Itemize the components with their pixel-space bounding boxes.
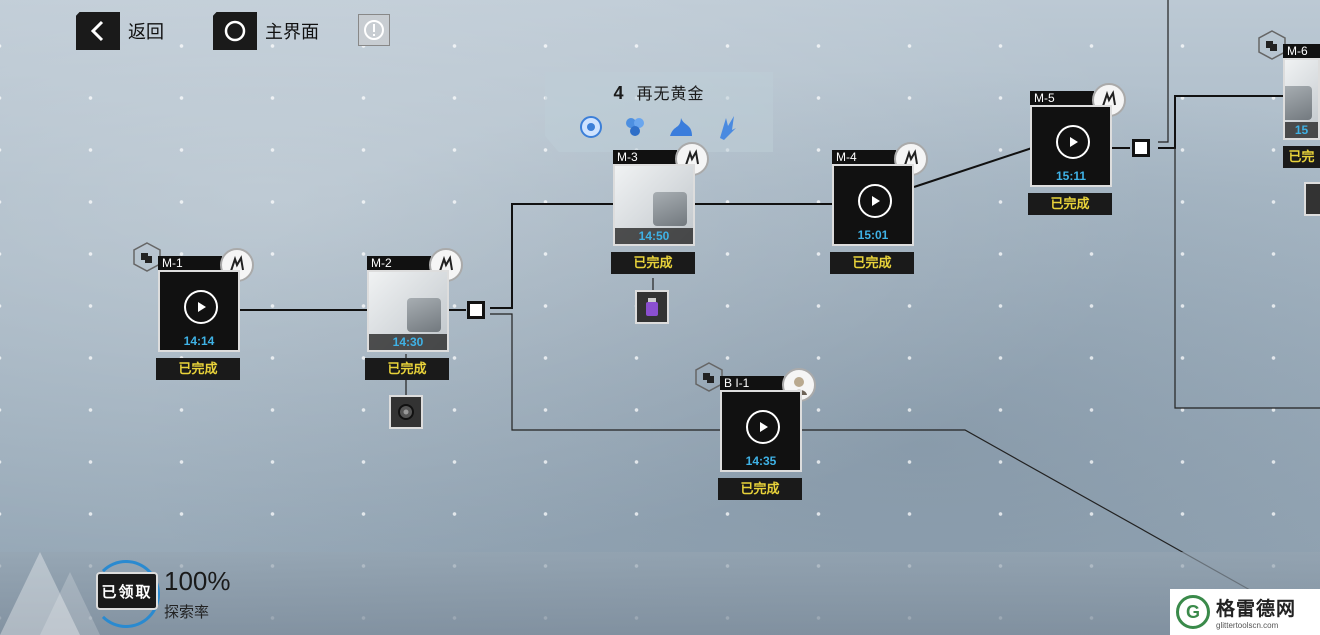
reward-item-partial[interactable]	[1304, 182, 1320, 216]
hexagon-marker-icon	[695, 362, 723, 392]
back-button[interactable]: 返回	[76, 12, 164, 50]
play-icon	[1056, 125, 1090, 159]
reward-item-gear[interactable]	[389, 395, 423, 429]
node-card[interactable]: 15	[1283, 58, 1320, 140]
hexagon-marker-icon	[1258, 30, 1286, 60]
node-label: B I-1	[720, 376, 784, 390]
play-icon	[184, 290, 218, 324]
node-time: 14:14	[183, 334, 215, 348]
chapter-number: 4	[613, 83, 625, 103]
node-card[interactable]: 14:35	[720, 390, 802, 472]
target-icon	[580, 116, 602, 138]
node-card[interactable]: 15:11	[1030, 105, 1112, 187]
node-status: 已完成	[718, 478, 802, 500]
exclamation-circle-icon[interactable]	[358, 14, 390, 46]
line-to-bi1	[490, 313, 722, 431]
reward-item-vial[interactable]	[635, 290, 669, 324]
play-icon	[858, 184, 892, 218]
node-status: 已完成	[156, 358, 240, 380]
node-time: 15	[1285, 122, 1318, 138]
node-time: 14:30	[369, 334, 447, 350]
node-status: 已完成	[830, 252, 914, 274]
node-time: 15:11	[1055, 169, 1087, 183]
progress-ring	[92, 560, 160, 628]
node-label: M-6	[1283, 44, 1320, 58]
watermark-url: glittertoolscn.com	[1216, 621, 1279, 630]
exploration-percent: 100%	[164, 566, 231, 596]
hexagon-cluster-icon	[626, 118, 644, 136]
node-status: 已完	[1283, 146, 1320, 168]
node-time: 14:35	[745, 454, 777, 468]
node-card[interactable]: 15:01	[832, 164, 914, 246]
line-to-m6	[1158, 95, 1285, 149]
watermark-name: 格雷德网	[1216, 599, 1297, 620]
route-junction	[1132, 139, 1150, 157]
bottom-bar	[0, 552, 1320, 635]
claim-button[interactable]: 已领取	[96, 572, 158, 610]
node-label: M-4	[832, 150, 896, 164]
line-m4-m5	[913, 147, 1033, 188]
chapter-panel: 4 再无黄金	[545, 72, 773, 152]
bottom-decor	[0, 552, 100, 635]
home-button[interactable]: 主界面	[213, 12, 319, 50]
vial-icon	[646, 298, 658, 316]
watermark-logo: G 格雷德网 glittertoolscn.com	[1170, 589, 1320, 635]
route-junction	[467, 301, 485, 319]
exploration-label: 探索率	[164, 604, 210, 621]
blue-flame-icon	[670, 118, 692, 136]
node-label: M-2	[367, 256, 431, 270]
g-logo-icon: G	[1176, 595, 1210, 629]
home-label: 主界面	[265, 22, 319, 42]
node-card[interactable]: 14:30	[367, 270, 449, 352]
line-to-m3	[490, 203, 614, 309]
node-card[interactable]: 14:14	[158, 270, 240, 352]
chapter-effect-icons	[545, 114, 773, 140]
lightning-claw-icon	[720, 116, 736, 140]
node-status: 已完成	[611, 252, 695, 274]
gear-icon	[398, 404, 414, 420]
node-status: 已完成	[365, 358, 449, 380]
node-time: 15:01	[857, 228, 889, 242]
node-time: 14:50	[615, 228, 693, 244]
hexagon-marker-icon	[133, 242, 161, 272]
node-card[interactable]: 14:50	[613, 164, 695, 246]
node-label: M-3	[613, 150, 677, 164]
chapter-title-row: 4 再无黄金	[545, 80, 773, 104]
node-label: M-1	[158, 256, 222, 270]
node-status: 已完成	[1028, 193, 1112, 215]
play-icon	[746, 410, 780, 444]
home-circle-icon	[213, 12, 257, 50]
back-label: 返回	[128, 22, 164, 42]
chevron-left-icon	[76, 12, 120, 50]
chapter-title: 再无黄金	[636, 86, 705, 103]
node-label: M-5	[1030, 91, 1094, 105]
